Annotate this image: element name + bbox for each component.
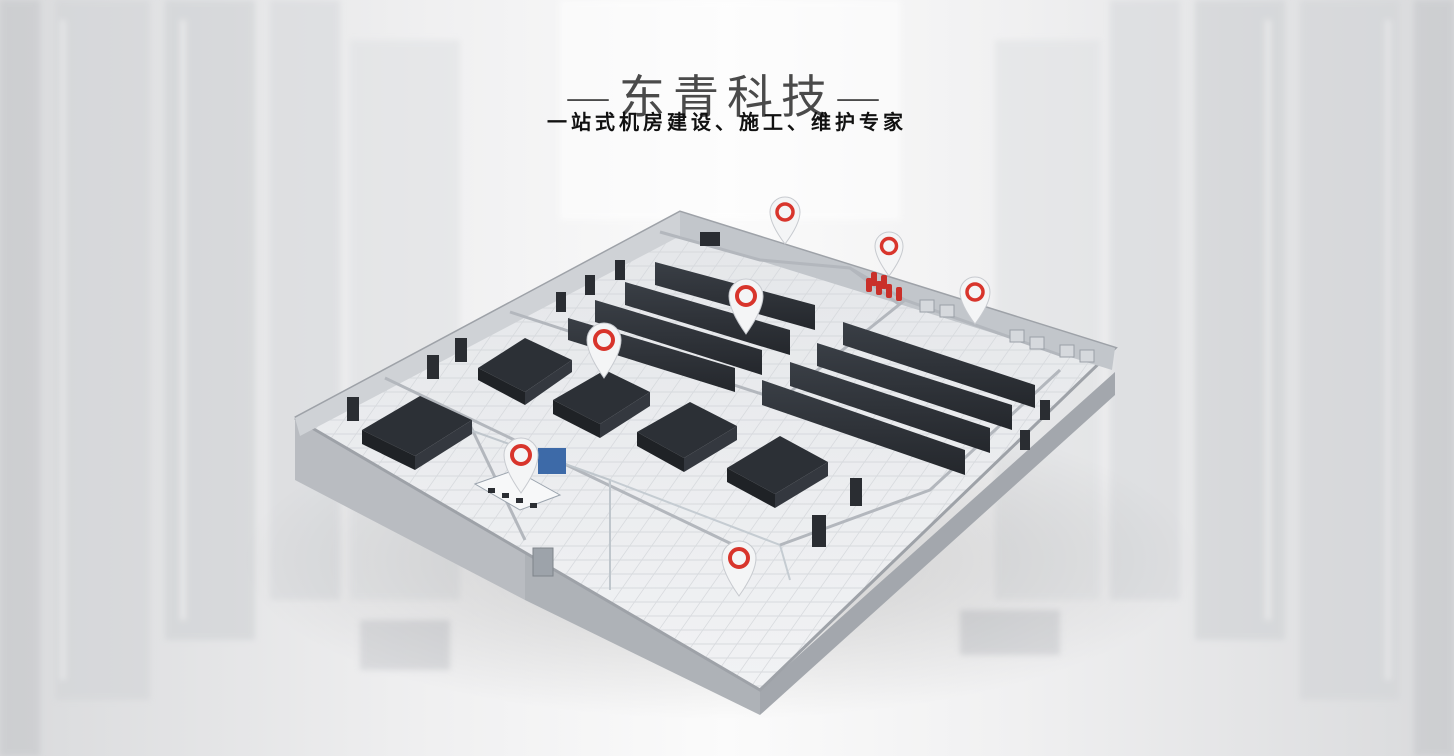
map-pin-icon xyxy=(586,322,622,379)
page-title: —东青科技— xyxy=(565,69,889,124)
page-tagline: 一站式机房建设、施工、维护专家 xyxy=(547,110,907,134)
map-pin-icon xyxy=(874,231,904,277)
map-pin-icon xyxy=(503,437,539,494)
map-pin-icon xyxy=(769,196,801,245)
map-pin-icon xyxy=(728,278,764,335)
map-pin-icon xyxy=(721,540,757,597)
map-pin-icon xyxy=(959,276,991,325)
